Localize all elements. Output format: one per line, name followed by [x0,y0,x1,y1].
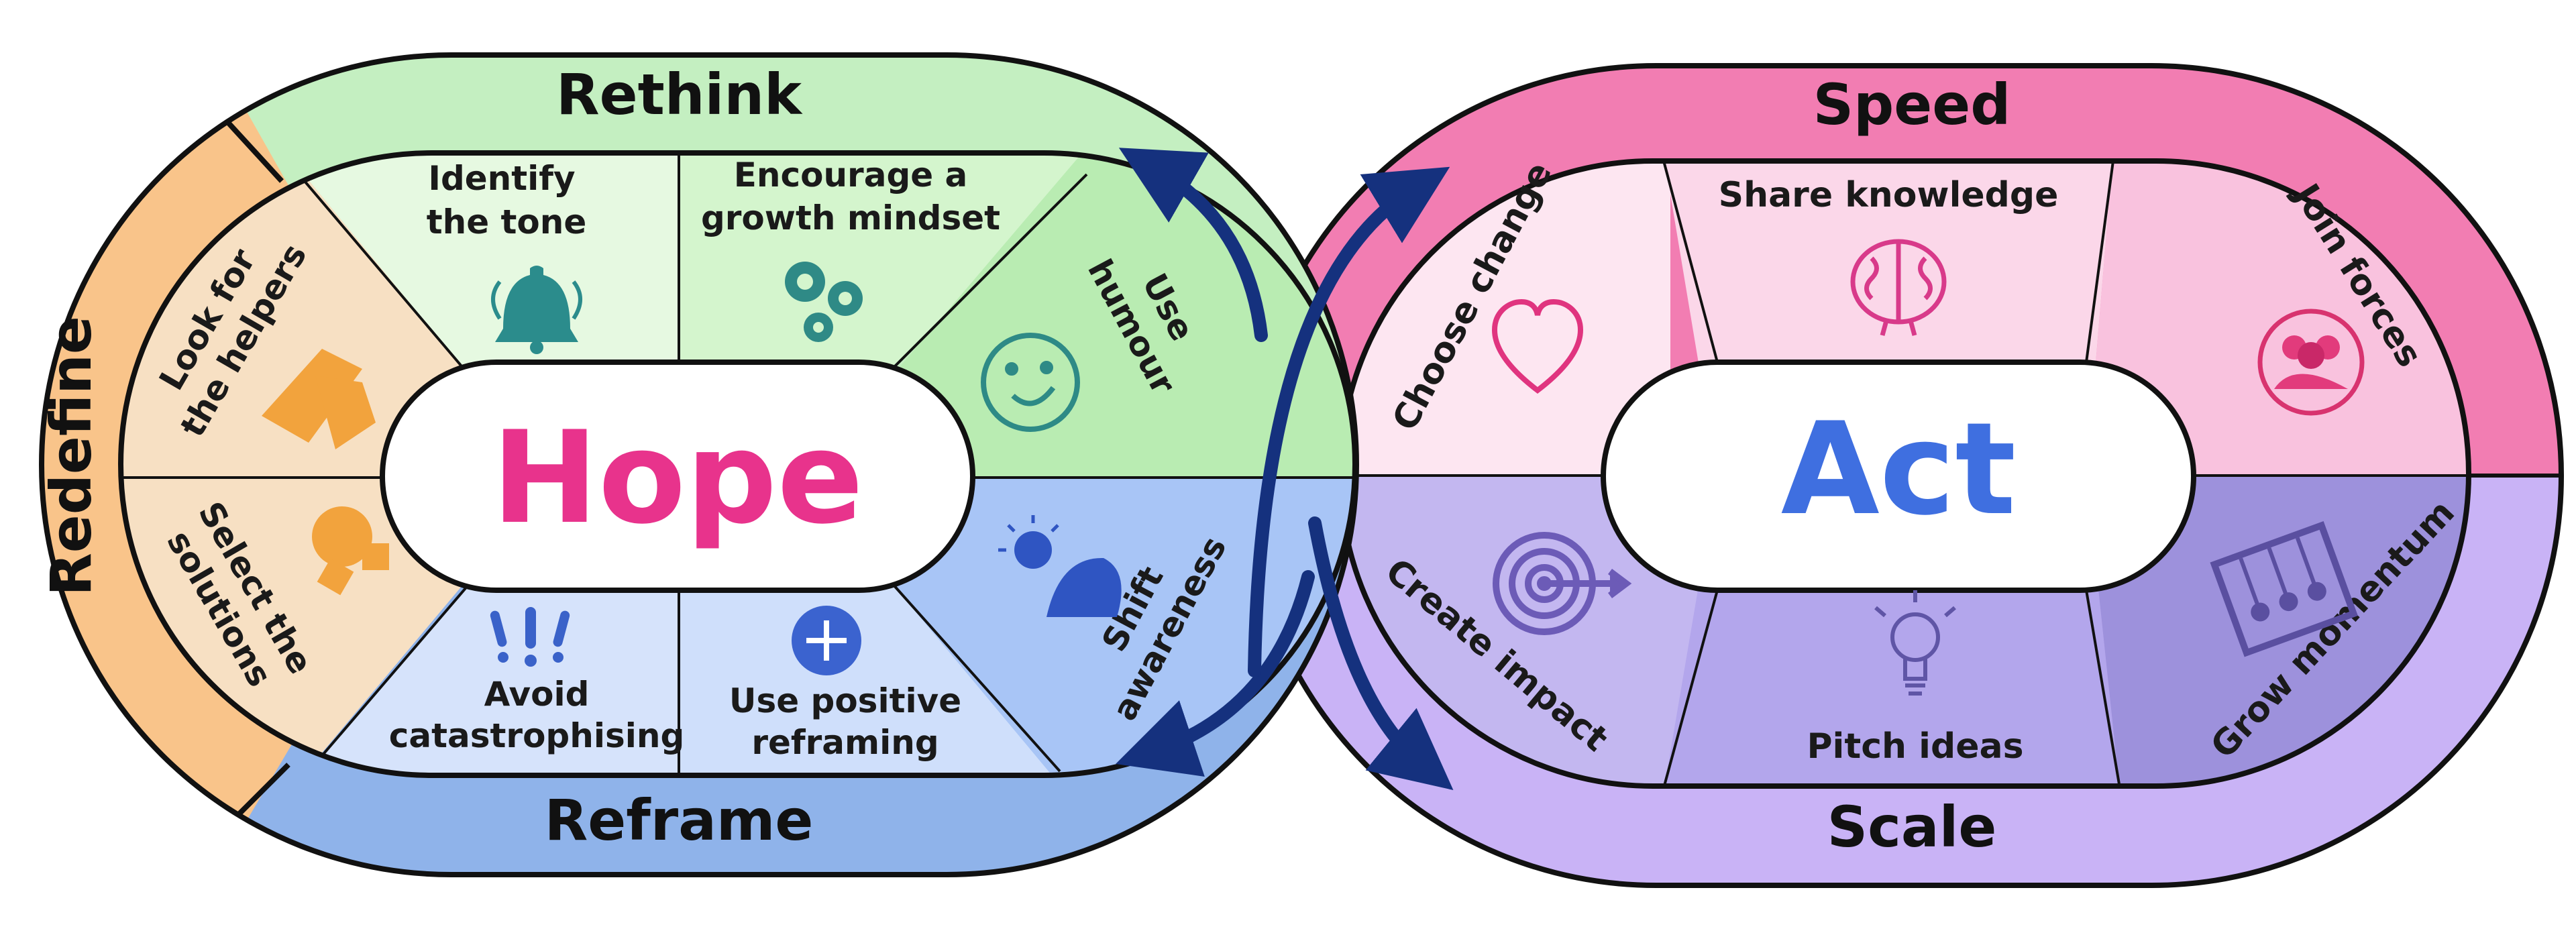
identify-tone-label: Identify the tone [427,159,587,241]
svg-text:reframing: reframing [751,723,938,762]
arrow-act-up-icon [1248,166,1450,677]
positive-reframing-label: Use positive reframing [729,681,961,762]
svg-text:Encourage a: Encourage a [734,156,968,195]
act-title: Act [1781,395,2017,543]
svg-text:Identify: Identify [428,159,575,198]
hope-loop: Hope Rethink Reframe Redefine Identify t… [38,52,1359,877]
exclamation-icon [490,607,570,667]
handshake-icon [262,349,376,449]
brain-icon [1850,239,1947,336]
smiley-icon [981,333,1080,432]
share-knowledge-label: Share knowledge [1719,175,2059,215]
bell-icon [491,266,582,354]
plus-icon [792,606,861,675]
puzzle-bulb-icon [312,506,389,596]
segment-positive-reframing [679,584,1060,775]
transition-arrows [1116,148,1454,791]
hope-center [380,360,975,593]
target-icon [1493,532,1632,635]
avoid-catastrophising-label: Avoid catastrophising [389,675,685,755]
newtons-cradle-icon [2210,521,2358,657]
scale-label: Scale [1827,794,1997,860]
redefine-label: Redefine [38,316,104,596]
act-center [1601,360,2196,593]
segment-growth-mindset [679,153,1087,376]
growth-mindset-label: Encourage a growth mindset [701,156,1000,237]
svg-text:Use positive: Use positive [729,681,961,720]
arrow-hope-down-icon [1116,570,1315,777]
arrow-hope-up-icon [1118,148,1268,342]
sun-person-icon [998,515,1122,617]
svg-text:the tone: the tone [427,203,587,241]
svg-text:Avoid: Avoid [484,675,590,714]
lightbulb-icon [1874,590,1956,696]
hope-title: Hope [492,404,863,552]
act-loop: Act Speed Scale Choose change Share know… [1244,63,2564,888]
svg-text:catastrophising: catastrophising [389,716,685,755]
gears-icon [785,262,863,342]
rethink-label: Rethink [556,62,803,127]
reframe-label: Reframe [545,787,814,853]
segment-identify-tone [282,153,679,376]
pitch-ideas-label: Pitch ideas [1807,726,2023,767]
heart-icon [1491,298,1584,394]
group-icon [2257,309,2365,416]
arrow-act-down-icon [1308,516,1454,791]
segment-avoid-catastrophising [295,584,679,775]
speed-label: Speed [1813,72,2011,137]
segment-use-humour [892,153,1355,478]
svg-text:growth mindset: growth mindset [701,199,1000,237]
